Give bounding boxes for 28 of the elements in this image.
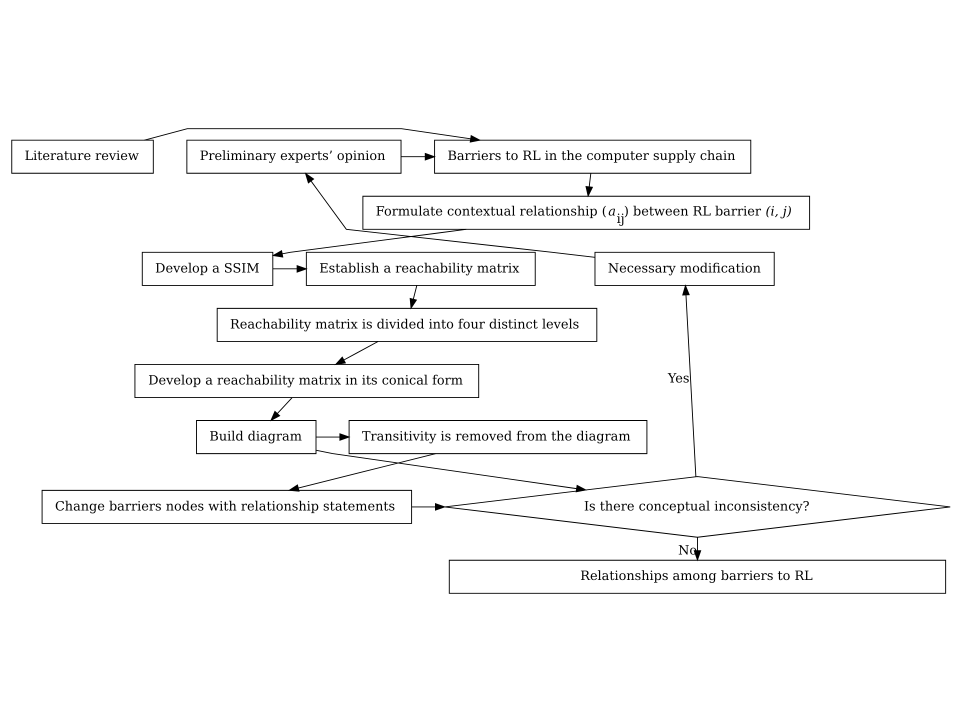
- node-box: Preliminary experts’ opinion: [186, 140, 402, 174]
- node-box: Develop a SSIM: [142, 252, 274, 286]
- arrow: [272, 264, 308, 273]
- arrow: [682, 284, 696, 478]
- edge-label: Yes: [668, 371, 690, 386]
- node-box: Literature review: [11, 140, 154, 174]
- arrow: [411, 503, 446, 511]
- arrow: [288, 453, 436, 492]
- arrow: [316, 433, 350, 441]
- arrow: [334, 341, 378, 366]
- arrow: [410, 285, 418, 310]
- arrow: [304, 172, 596, 258]
- node-box: Reachability matrix is divided into four distinct levels: [216, 308, 598, 342]
- arrow: [144, 128, 482, 143]
- node-box: Transitivity is removed from the diagram: [348, 420, 648, 454]
- arrow: [585, 172, 594, 198]
- node-box: Necessary modification: [594, 252, 775, 286]
- node-diamond: Is there conceptual inconsistency?: [444, 476, 951, 538]
- node-box: Relationships among barriers to RL: [448, 560, 946, 594]
- node-box: Build diagram: [196, 420, 316, 454]
- arrow: [316, 450, 588, 492]
- node-box: Establish a reachability matrix: [306, 252, 536, 286]
- node-box: Change barriers nodes with relationship statements: [42, 490, 412, 524]
- node-box: Develop a reachability matrix in its conical form: [134, 364, 480, 398]
- arrow: [272, 228, 467, 258]
- arrow: [270, 397, 293, 422]
- node-box: Barriers to RL in the computer supply chain: [434, 140, 752, 174]
- arrow: [400, 152, 436, 161]
